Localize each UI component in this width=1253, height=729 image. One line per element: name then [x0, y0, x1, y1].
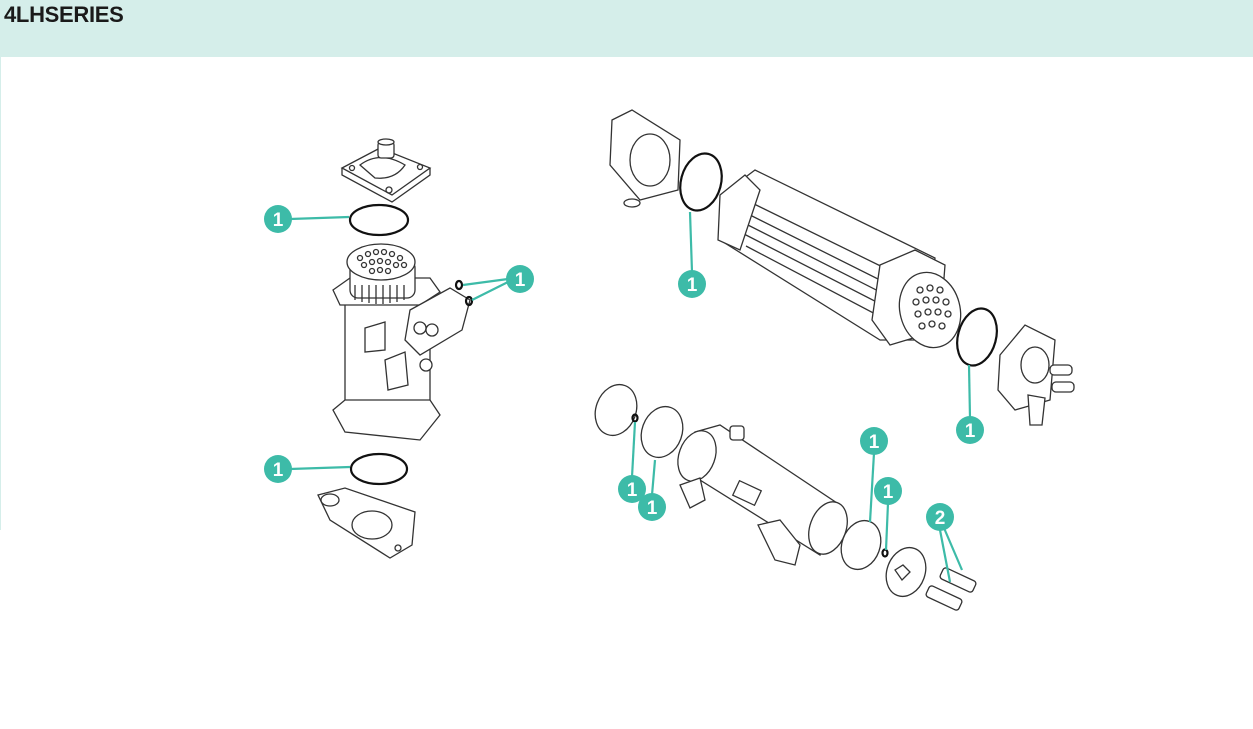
callout-badge: 1	[638, 493, 666, 521]
end-plate	[594, 383, 638, 437]
svg-text:1: 1	[965, 421, 976, 442]
gasket	[640, 405, 684, 459]
svg-text:1: 1	[687, 275, 698, 296]
o-ring	[348, 203, 410, 237]
svg-text:2: 2	[935, 508, 946, 529]
exchanger-body	[332, 243, 471, 441]
header-bar: 4LHSERIES	[0, 0, 1253, 57]
svg-text:1: 1	[627, 480, 638, 501]
callout-badge: 1	[956, 416, 984, 444]
vertical-exchanger-assembly	[317, 138, 474, 559]
svg-text:1: 1	[273, 210, 284, 231]
zinc-anode	[925, 585, 963, 611]
callout-badge: 1	[264, 205, 292, 233]
zinc-anode	[939, 567, 977, 593]
svg-text:1: 1	[869, 432, 880, 453]
callout-badge: 2	[926, 503, 954, 531]
callout-badge: 1	[860, 427, 888, 455]
callout-badge: 1	[874, 477, 902, 505]
svg-text:1: 1	[273, 460, 284, 481]
callout-badge: 1	[264, 455, 292, 483]
svg-text:1: 1	[883, 482, 894, 503]
o-ring	[679, 152, 723, 212]
small-o-ring	[454, 279, 464, 291]
callout-badge: 1	[678, 270, 706, 298]
small-o-ring	[464, 295, 474, 307]
panel-border	[0, 57, 1, 530]
callout-badge: 1	[506, 265, 534, 293]
small-o-ring	[631, 413, 639, 423]
bottom-cover	[317, 487, 416, 559]
small-exchanger-assembly	[594, 383, 977, 611]
o-ring	[349, 452, 409, 486]
leader-lines	[289, 211, 972, 583]
svg-text:1: 1	[515, 270, 526, 291]
horizontal-exchanger-assembly	[609, 109, 1075, 426]
page-title: 4LHSERIES	[4, 2, 124, 27]
callout-badge: 1	[618, 475, 646, 503]
top-cover	[340, 138, 432, 203]
small-o-ring	[881, 548, 889, 558]
svg-text:1: 1	[647, 498, 658, 519]
